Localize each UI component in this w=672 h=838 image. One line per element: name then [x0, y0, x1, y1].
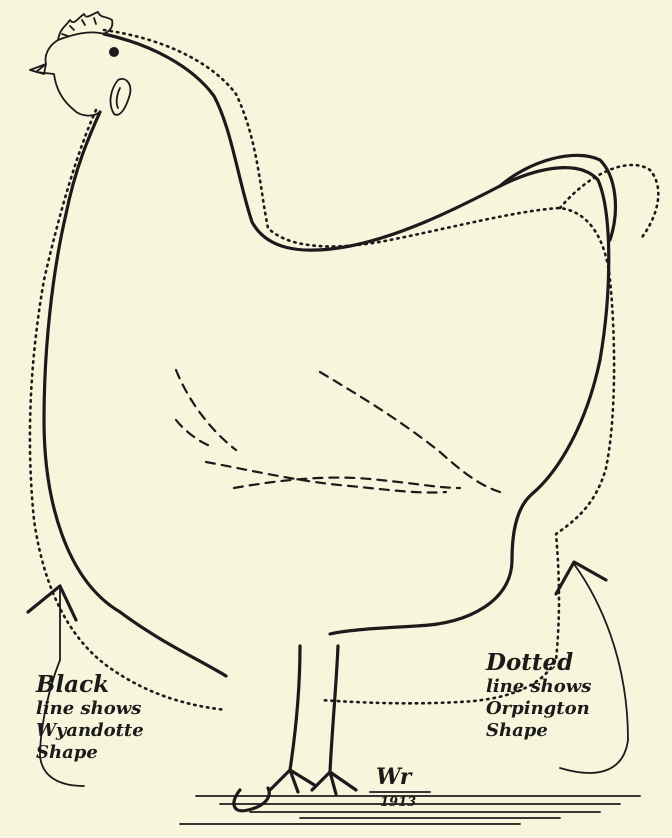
orpington-outline: [30, 30, 614, 710]
signature-name: Wr: [376, 764, 413, 790]
label-dotted-line2: line shows: [486, 676, 591, 697]
label-black-line2: line shows: [36, 698, 141, 719]
wing-line-shoulder: [176, 420, 210, 446]
label-dotted-line4: Shape: [486, 720, 548, 741]
leg-right: [312, 646, 356, 794]
wyandotte-outline: [44, 34, 609, 676]
wing-line-middle: [176, 370, 236, 450]
eye: [109, 47, 119, 57]
foot-left: [234, 788, 269, 811]
leg-left: [270, 646, 316, 792]
label-black-line3: Wyandotte: [36, 720, 144, 741]
wing-line-lower: [206, 462, 446, 493]
head-outline: [36, 40, 100, 116]
ear-lobe-inner: [117, 88, 120, 108]
beak: [30, 64, 46, 74]
signature-year: 1913: [380, 795, 416, 810]
label-black-line4: Shape: [36, 742, 98, 763]
wing-line-bottom: [234, 478, 460, 488]
wing-line-top: [320, 372, 500, 492]
wyandotte-arrow-head: [28, 586, 76, 620]
label-dotted-line3: Orpington: [486, 698, 590, 719]
orpington-arrow-head: [556, 562, 606, 594]
ear-lobe: [111, 79, 131, 115]
orpington-label: Dotted line shows Orpington Shape: [485, 649, 591, 741]
label-dotted-title: Dotted: [485, 649, 573, 676]
label-black-title: Black: [35, 671, 109, 698]
